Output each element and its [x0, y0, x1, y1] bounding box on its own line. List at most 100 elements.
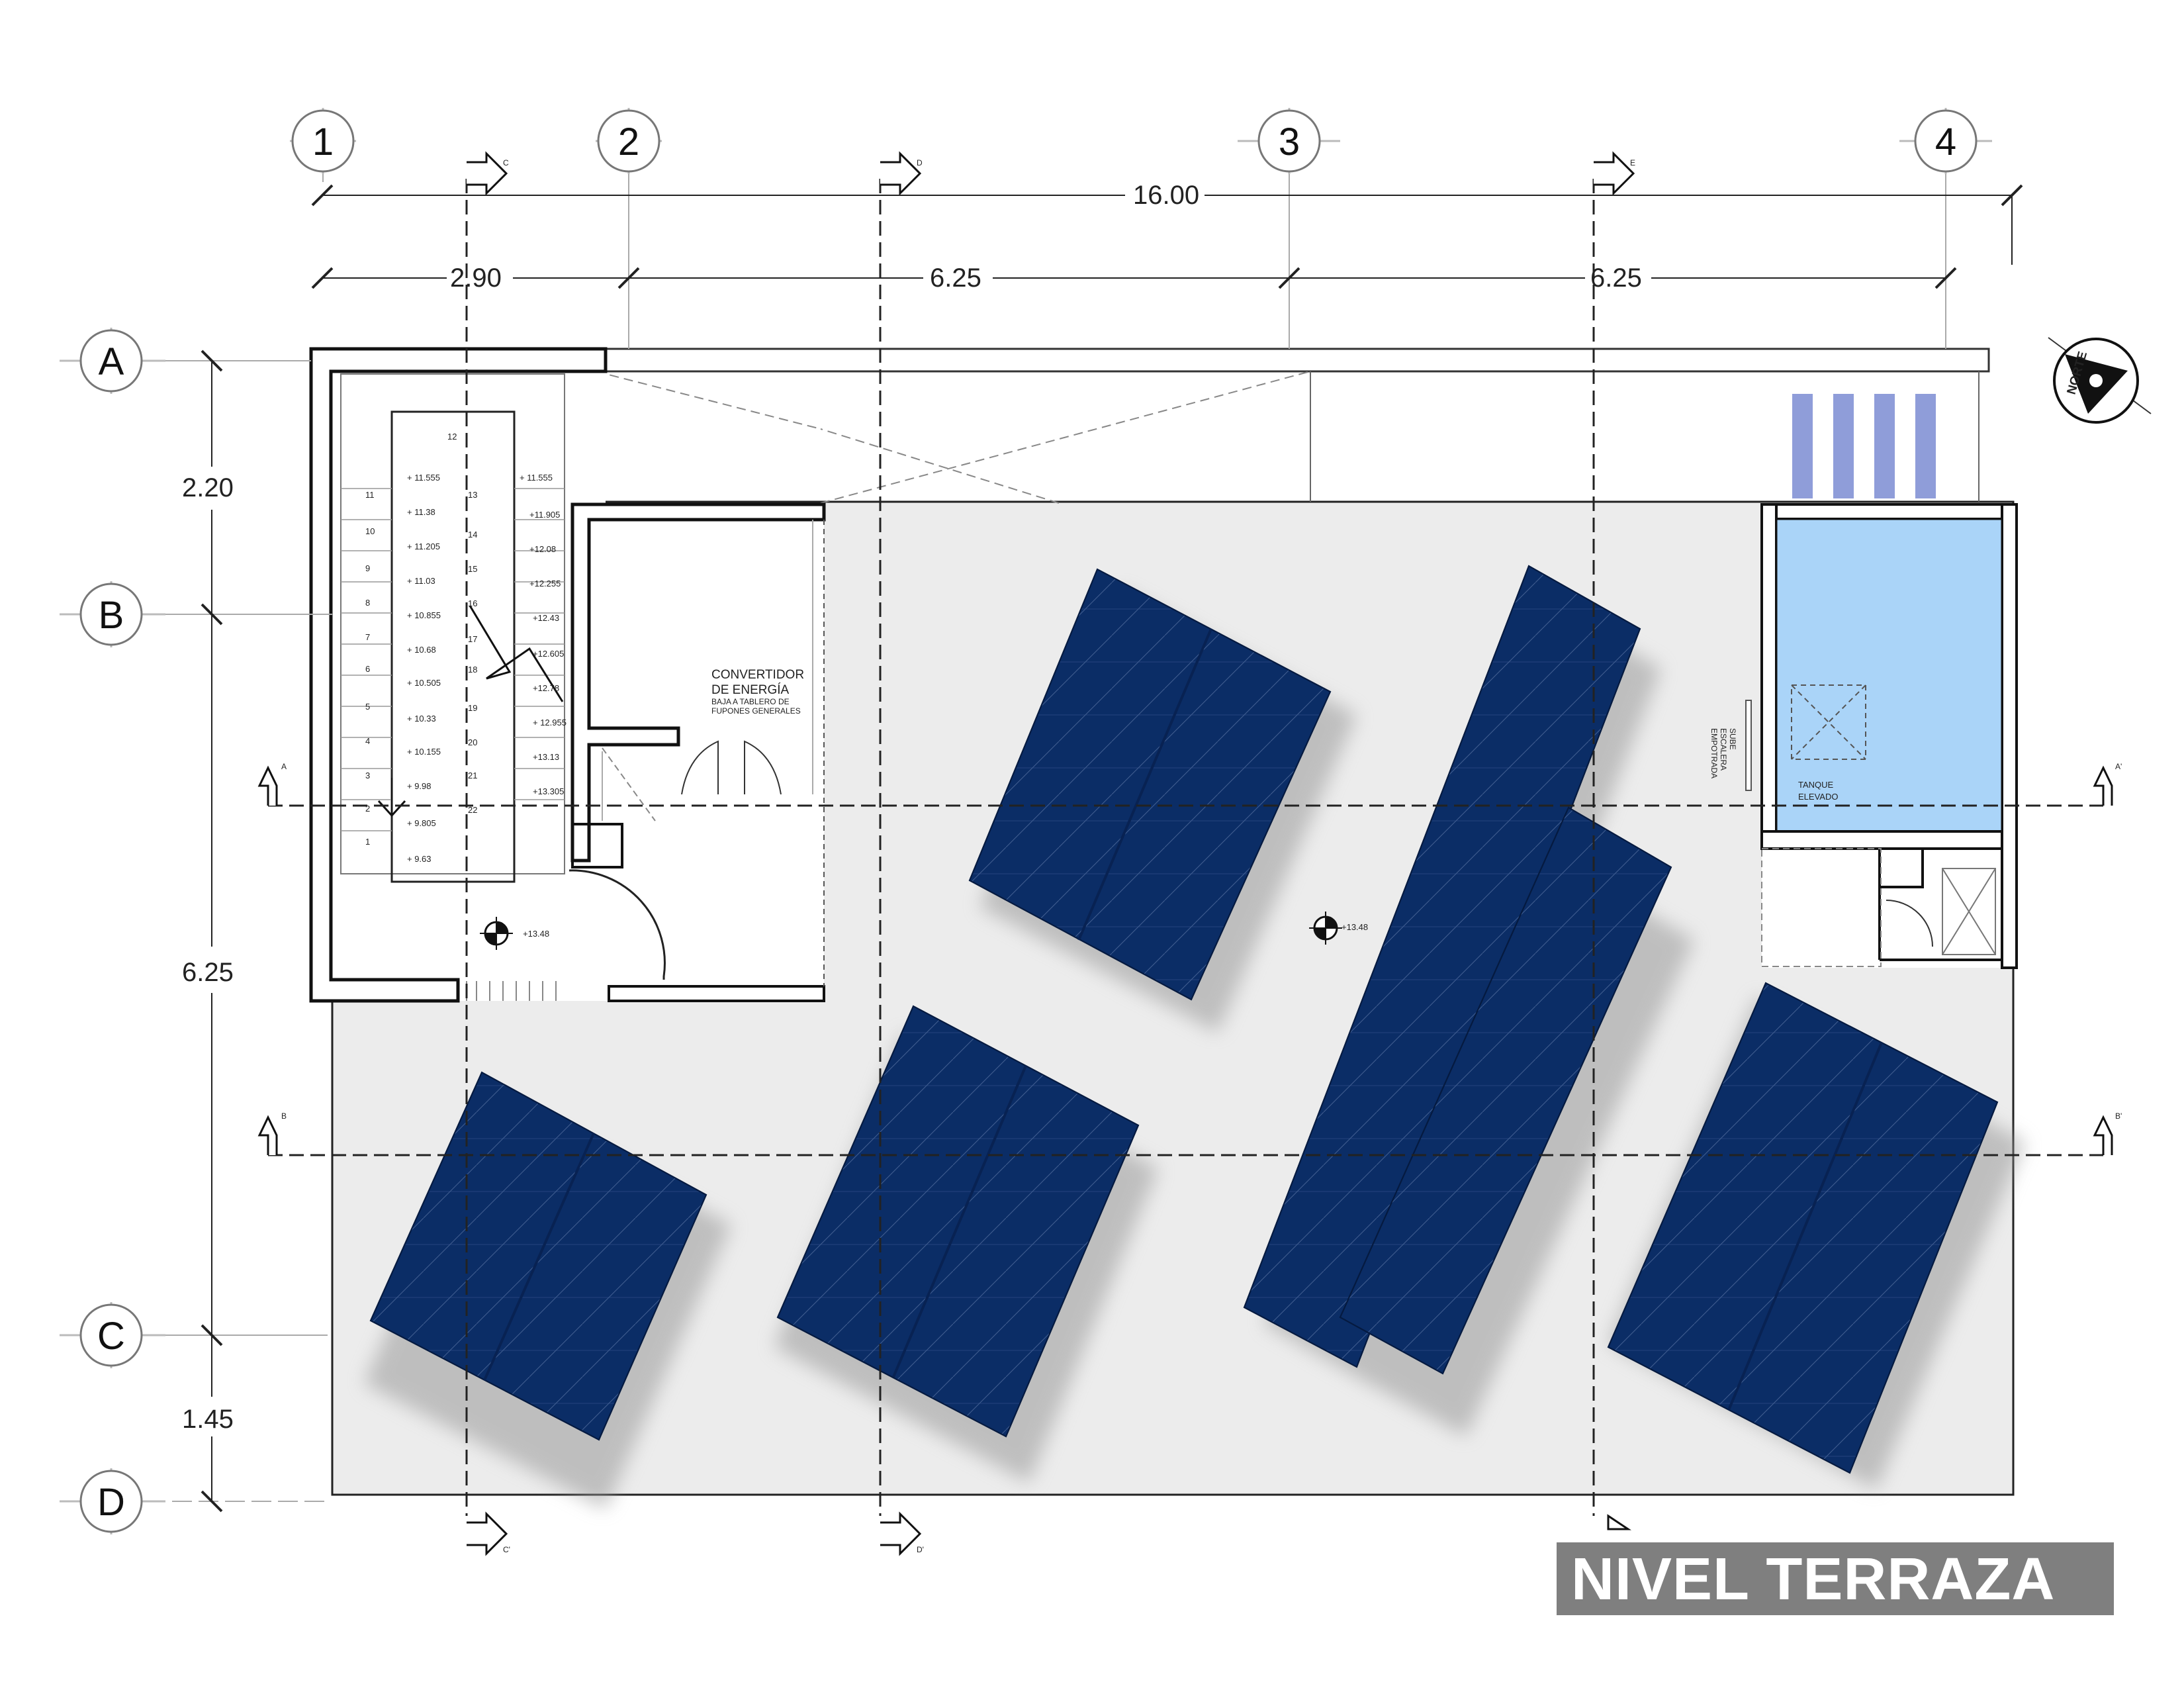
collector-tube [1833, 394, 1854, 498]
section-label: D [917, 158, 923, 167]
grid-row-label: A [99, 340, 124, 383]
stair-break-line [469, 605, 564, 702]
collector-tube [1792, 394, 1813, 498]
stair-left-step-numbers: 11 10 9 8 7 6 5 4 3 2 1 [365, 490, 375, 847]
step-level: + 10.33 [407, 714, 436, 724]
step-number: 8 [365, 598, 370, 608]
step-level: + 10.855 [407, 610, 441, 620]
step-number: 17 [468, 634, 477, 644]
stair-door-swing [569, 869, 666, 980]
stair-right-step-numbers: 13 14 15 16 17 18 19 20 21 22 [468, 490, 477, 815]
dimension-1-2: 2.90 [450, 263, 502, 293]
step-number: 9 [365, 563, 370, 573]
stair-core [390, 410, 516, 883]
level-mark-icon [1309, 912, 1342, 945]
collector-tube [1874, 394, 1895, 498]
step-number: 5 [365, 702, 370, 712]
step-level: + 10.505 [407, 678, 441, 688]
step-level: +11.905 [529, 510, 560, 520]
level-value: +13.48 [1342, 922, 1368, 932]
stair-note-3: EMPOTRADA [1709, 728, 1719, 778]
step-level: +12.78 [533, 683, 559, 693]
step-number: 19 [468, 703, 477, 713]
step-number: 13 [468, 490, 477, 500]
step-number: 16 [468, 598, 477, 608]
section-label: B [281, 1111, 287, 1121]
section-label: A' [2115, 762, 2122, 771]
section-label: C' [503, 1545, 510, 1554]
step-number: 6 [365, 664, 370, 674]
step-number: 4 [365, 736, 370, 746]
collector-tube [1915, 394, 1936, 498]
section-label: D' [917, 1545, 924, 1554]
tank-label-2: ELEVADO [1798, 792, 1838, 802]
level-mark-icon [480, 917, 513, 950]
converter-double-door [681, 740, 782, 795]
level-value: +13.48 [523, 929, 549, 939]
grid-column-label: 4 [1935, 120, 1956, 164]
step-number: 1 [365, 837, 370, 847]
section-label: A [281, 762, 287, 771]
step-number: 10 [365, 526, 375, 536]
step-level: + 9.63 [407, 854, 432, 864]
step-level: +13.305 [533, 786, 564, 796]
section-label: B' [2115, 1111, 2122, 1121]
tank-label-1: TANQUE [1798, 780, 1834, 790]
step-level: + 11.205 [407, 541, 440, 551]
converter-title-1: CONVERTIDOR [711, 668, 804, 682]
dimension-total: 16.00 [1133, 181, 1199, 210]
step-level: + 11.555 [520, 473, 553, 483]
dimension-b-c: 6.25 [182, 958, 234, 987]
grid-column-label: 1 [312, 120, 334, 164]
step-number: 14 [468, 530, 477, 539]
section-lines [268, 179, 2103, 1516]
title-banner: NIVEL TERRAZA [1557, 1542, 2114, 1615]
stair-note-1: SUBE [1728, 728, 1737, 750]
step-level: + 11.38 [407, 507, 435, 517]
section-arrow-icon [257, 151, 2113, 1556]
step-level: + 11.03 [407, 576, 435, 586]
step-number: 18 [468, 665, 477, 675]
step-level: + 10.68 [407, 645, 436, 655]
north-arrow-icon: NORTE [2048, 337, 2152, 424]
grid-row-label: D [97, 1481, 125, 1524]
step-number: 7 [365, 632, 370, 642]
solar-collectors [1792, 394, 1936, 498]
grid-bubble-labels: 1 2 3 4 A B C D [97, 120, 1956, 1524]
step-level: +12.08 [529, 544, 556, 554]
dimension-2-3: 6.25 [930, 263, 981, 293]
step-level: +13.13 [533, 752, 559, 762]
dimension-lines [201, 184, 2023, 1513]
step-number: 12 [447, 432, 457, 442]
step-number: 11 [365, 490, 375, 500]
step-number: 2 [365, 804, 370, 814]
step-level: +12.605 [533, 649, 564, 659]
stair-right-levels: + 11.555 +11.905 +12.08 +12.255 +12.43 +… [520, 473, 567, 796]
grid-bubbles [60, 108, 1992, 1534]
converter-note-2: FUPONES GENERALES [711, 706, 801, 716]
section-label: C [503, 158, 509, 167]
dimension-c-d: 1.45 [182, 1405, 234, 1434]
elevated-tank [1775, 518, 2003, 833]
step-level: +12.43 [533, 613, 559, 623]
step-number: 20 [468, 737, 477, 747]
step-level: + 11.555 [407, 473, 440, 483]
step-level: + 9.98 [407, 781, 432, 791]
stair-treads [341, 488, 565, 831]
step-number: 15 [468, 564, 477, 574]
grid-column-label: 2 [618, 120, 639, 164]
step-number: 22 [468, 805, 477, 815]
step-level: +12.255 [529, 579, 561, 588]
converter-room [572, 504, 824, 1001]
dimension-a-b: 2.20 [182, 473, 234, 502]
converter-note-1: BAJA A TABLERO DE [711, 697, 790, 706]
dimension-3-4: 6.25 [1590, 263, 1642, 293]
section-label: E [1630, 158, 1635, 167]
stair-note-2: ESCALERA [1719, 728, 1728, 771]
step-level: + 12.955 [533, 718, 567, 727]
step-level: + 10.155 [407, 747, 441, 757]
stair-left-levels: + 11.555 + 11.38 + 11.205 + 11.03 + 10.8… [407, 473, 441, 864]
step-number: 3 [365, 771, 370, 780]
grid-row-label: C [97, 1315, 125, 1358]
